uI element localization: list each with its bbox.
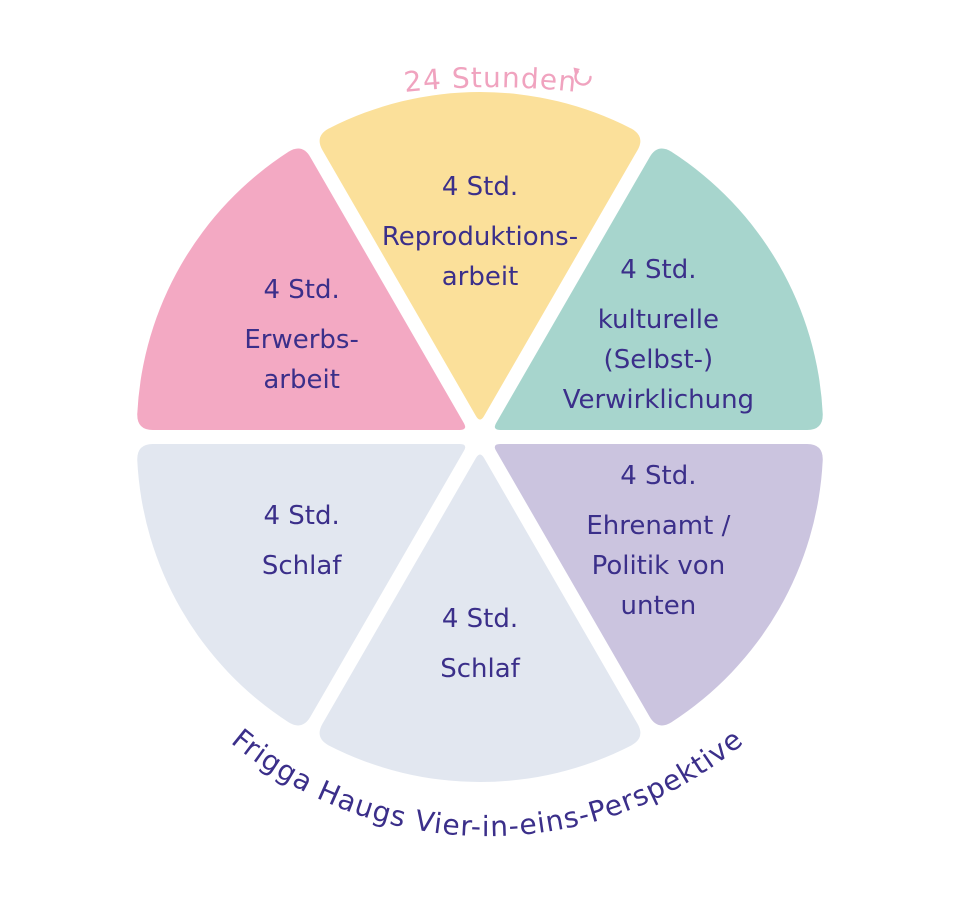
slice-hours-label: 4 Std. xyxy=(620,255,696,285)
refresh-icon xyxy=(573,67,592,86)
slice-label: 4 Std. Schlaf xyxy=(440,604,520,684)
slice-hours-label: 4 Std. xyxy=(263,501,339,531)
slice-category-label: (Selbst-) xyxy=(604,345,714,375)
pie-slice xyxy=(494,444,823,726)
slice-hours-label: 4 Std. xyxy=(442,604,518,634)
slice-label: 4 Std. Reproduktions-arbeit xyxy=(382,172,578,292)
slice-category-label: Verwirklichung xyxy=(563,385,754,415)
slice-category-label: Reproduktions- xyxy=(382,222,578,252)
pie-slice xyxy=(319,91,641,420)
slice-category-label: Erwerbs- xyxy=(244,325,359,355)
slice-hours-label: 4 Std. xyxy=(263,275,339,305)
slice-label: 4 Std. Erwerbs-arbeit xyxy=(244,275,359,395)
pie-slices xyxy=(137,91,823,783)
slice-label: 4 Std. kulturelle (Selbst-) Verwirklichung xyxy=(563,255,754,415)
slice-category-label: arbeit xyxy=(442,262,519,292)
slice-category-label: Ehrenamt / xyxy=(586,511,730,541)
slice-label: 4 Std. Ehrenamt / Politik von unten xyxy=(586,461,730,621)
slice-category-label: unten xyxy=(621,591,697,621)
slice-label: 4 Std. Schlaf xyxy=(262,501,342,581)
slice-labels: 4 Std. Reproduktions-arbeit 4 Std. kulturel… xyxy=(244,172,754,684)
slice-category-label: kulturelle xyxy=(598,305,719,335)
pie-slice xyxy=(319,454,641,783)
slice-hours-label: 4 Std. xyxy=(442,172,518,202)
slice-category-label: Schlaf xyxy=(440,654,520,684)
pie-slice xyxy=(137,148,466,430)
slice-category-label: Politik von xyxy=(592,551,726,581)
pie-slice xyxy=(137,444,466,726)
slice-category-label: arbeit xyxy=(263,365,340,395)
chart-subtitle: 24 Stunden xyxy=(402,61,578,99)
slice-hours-label: 4 Std. xyxy=(620,461,696,491)
slice-category-label: Schlaf xyxy=(262,551,342,581)
pie-slice xyxy=(494,148,823,430)
